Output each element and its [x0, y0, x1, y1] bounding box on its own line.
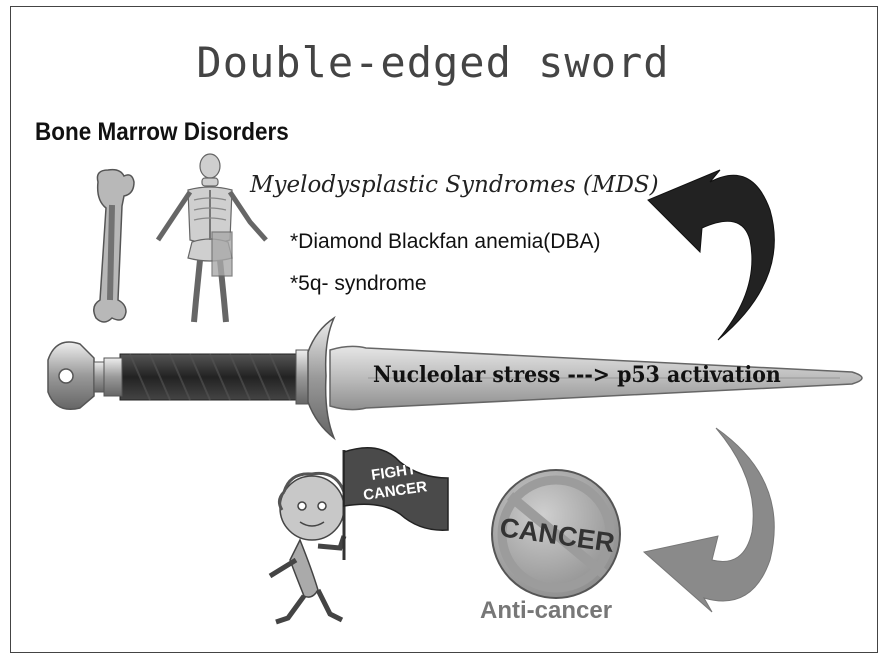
blade-text: Nucleolar stress ---> p53 activation [373, 362, 781, 388]
5q-syndrome-item: *5q- syndrome [290, 272, 427, 296]
no-cancer-sign-icon: CANCER [492, 470, 620, 598]
upper-curved-arrow [648, 170, 774, 340]
mds-label: Myelodysplastic Syndromes (MDS) [250, 172, 659, 198]
lower-curved-arrow [644, 428, 774, 612]
femur-bone-icon [94, 170, 134, 322]
anti-cancer-label: Anti-cancer [480, 597, 612, 625]
cancer-fighter-character-icon [270, 450, 344, 622]
bone-marrow-heading: Bone Marrow Disorders [35, 118, 289, 147]
dba-item: *Diamond Blackfan anemia(DBA) [290, 230, 600, 254]
page-title: Double-edged sword [0, 38, 866, 87]
fight-cancer-flag: FIGHT CANCER [344, 448, 448, 530]
